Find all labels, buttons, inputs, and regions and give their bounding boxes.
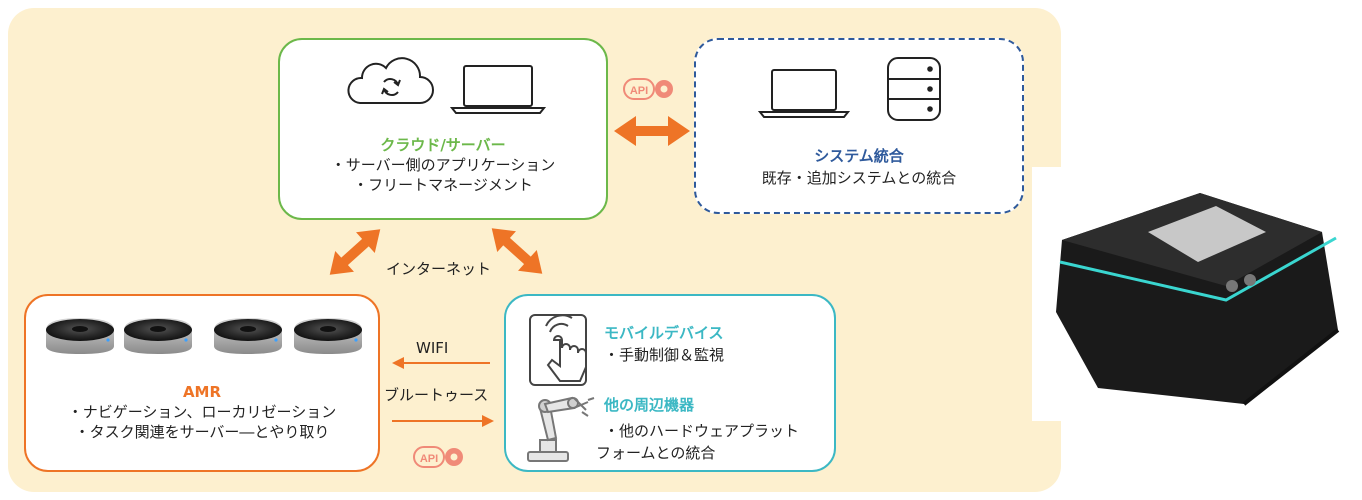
robot-arm-icon bbox=[527, 396, 595, 462]
amr-robot-icon bbox=[294, 318, 362, 354]
cloud-title: クラウド/サーバー bbox=[380, 136, 506, 154]
amr-robot-icon bbox=[46, 318, 114, 354]
amr-line-1: ・ナビゲーション、ローカリゼーション bbox=[67, 403, 337, 421]
product-robot-image bbox=[1032, 167, 1360, 421]
wifi-label: WIFI bbox=[416, 339, 449, 357]
cloud-system-arrow bbox=[614, 116, 690, 146]
tablet-touch-icon bbox=[529, 314, 587, 386]
cloud-server-box bbox=[278, 38, 608, 220]
internet-label: インターネット bbox=[386, 260, 492, 278]
cloud-line-1: ・サーバー側のアプリケーション bbox=[330, 156, 556, 174]
api-badge-icon: API bbox=[623, 78, 673, 100]
bluetooth-arrow bbox=[392, 415, 494, 427]
cloud-devices-arrow bbox=[491, 228, 543, 274]
cloud-sync-icon bbox=[347, 57, 434, 104]
mobile-title: モバイルデバイス bbox=[604, 324, 724, 342]
peripheral-line-2: フォームとの統合 bbox=[596, 444, 716, 462]
system-title: システム統合 bbox=[814, 147, 904, 165]
api-badge-icon: API bbox=[413, 446, 463, 468]
laptop-icon bbox=[757, 69, 851, 118]
svg-text:API: API bbox=[630, 85, 648, 97]
wifi-arrow bbox=[392, 357, 490, 369]
cloud-amr-arrow bbox=[329, 229, 381, 275]
cloud-line-2: ・フリートマネージメント bbox=[353, 176, 533, 194]
peripheral-title: 他の周辺機器 bbox=[604, 396, 695, 414]
mobile-line-1: ・手動制御＆監視 bbox=[604, 346, 725, 364]
database-icon bbox=[887, 57, 941, 121]
amr-robot-icon bbox=[214, 318, 282, 354]
system-line-1: 既存・追加システムとの統合 bbox=[761, 169, 957, 187]
amr-title: AMR bbox=[182, 383, 222, 401]
bluetooth-label: ブルートゥース bbox=[384, 386, 489, 404]
peripheral-line-1: ・他のハードウェアプラット bbox=[604, 422, 800, 440]
amr-robot-icon bbox=[124, 318, 192, 354]
svg-text:API: API bbox=[420, 453, 438, 465]
system-integration-box bbox=[694, 38, 1024, 214]
laptop-icon bbox=[449, 65, 547, 114]
amr-line-2: ・タスク関連をサーバー―とやり取り bbox=[74, 423, 330, 441]
